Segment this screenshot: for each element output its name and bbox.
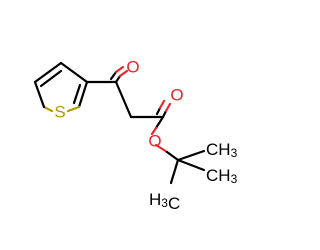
tert-butyl-3-oxo-3-thiophen-2-ylpropanoate-structure: S O O O CH3 CH3 H3C (33, 58, 238, 213)
bond-oalkyl-tbu-a (154, 143, 169, 154)
bond-ester-c-oalkyl-b (150, 126, 158, 136)
bond-oalkyl-tbu-b (165, 150, 180, 162)
bond-ester-c-o-a (161, 109, 168, 119)
bond-s-c3a (42, 105, 54, 113)
methyl-left-lower-label: H3C (149, 190, 180, 213)
bond-c4-c5 (59, 61, 89, 84)
bond-ketone-c-o-b (118, 69, 129, 78)
carbonyl-oxygen-label: O (170, 86, 183, 105)
bond-ester-c-o-d (158, 99, 166, 110)
bond-ester-c-o-b (164, 102, 172, 113)
sulfur-label: S (54, 103, 65, 122)
bond-carbonyl-ch2 (114, 80, 133, 119)
methyl-right-upper-label: CH3 (206, 140, 238, 161)
bond-tbu-methyl-left (169, 158, 180, 185)
bond-c5-c2 (77, 80, 89, 109)
bond-c5-c2-inner (72, 83, 82, 105)
bond-ketone-c-o-a (114, 74, 122, 84)
methyl-right-lower-label: CH3 (206, 166, 238, 187)
thiophene-ring (33, 61, 89, 113)
bond-ketone-c-o-d (114, 65, 125, 74)
ketone-oxygen-label: O (126, 58, 139, 77)
bond-c3-c4 (33, 61, 63, 84)
bond-tbu-methyl-upper (176, 149, 206, 162)
bond-c3-c4-inner (39, 69, 63, 88)
ester-oxygen-label: O (148, 132, 161, 151)
bond-ester-c-oalkyl-a (154, 115, 165, 130)
bond-ester-c-o-c (155, 106, 162, 116)
bond-ketone-c-o-c (109, 70, 118, 81)
bond-c2-s (66, 105, 81, 113)
bond-tbu-methyl-lower (176, 158, 206, 172)
bond-c3a-c3 (33, 80, 46, 109)
